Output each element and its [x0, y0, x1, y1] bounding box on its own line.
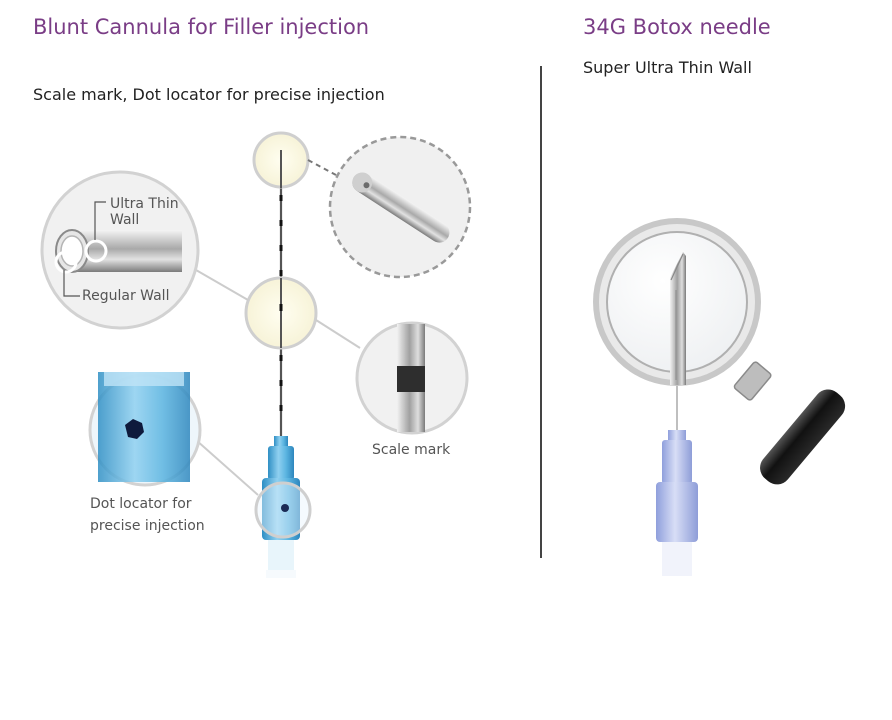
cannula-tip-zoom — [328, 135, 472, 279]
right-subtitle: Super Ultra Thin Wall — [583, 58, 752, 77]
right-title: 34G Botox needle — [583, 15, 771, 39]
dot-locator-zoom — [88, 372, 202, 487]
scale-mark-label: Scale mark — [372, 442, 451, 458]
regular-wall-label: Regular Wall — [82, 288, 170, 304]
scale-mark-zoom — [355, 321, 469, 435]
left-title: Blunt Cannula for Filler injection — [33, 15, 370, 39]
wall-comparison-zoom — [40, 170, 200, 330]
dot-locator-label: Dot locator for precise injection — [90, 496, 205, 534]
magnifying-glass-icon — [593, 218, 846, 485]
botox-needle-hub — [656, 430, 698, 576]
left-subtitle: Scale mark, Dot locator for precise inje… — [33, 85, 385, 104]
panel-divider — [540, 66, 542, 558]
cannula-hub — [262, 436, 300, 578]
ultra-thin-wall-label: Ultra Thin Wall — [110, 196, 179, 228]
